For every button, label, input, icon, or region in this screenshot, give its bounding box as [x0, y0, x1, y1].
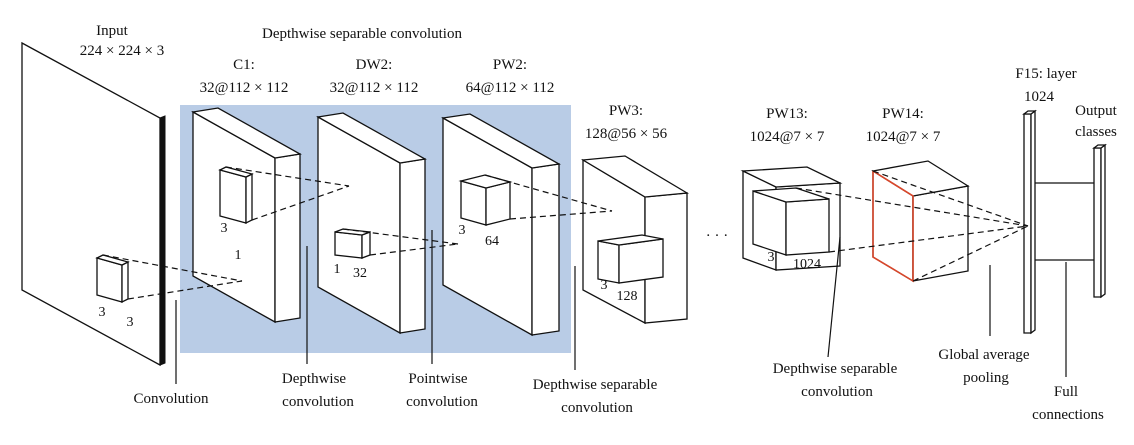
- annotation-depthwise-line1: Depthwise: [282, 371, 346, 387]
- input-kernel: [95, 254, 130, 304]
- pw2-volume: [441, 113, 561, 337]
- input-dims: 224 × 224 × 3: [80, 43, 164, 59]
- dw2-kernel: [334, 228, 371, 259]
- c1-dims: 32@112 × 112: [200, 80, 289, 96]
- input-kernel-size-a: 3: [99, 305, 106, 320]
- output-label-line1: Output: [1075, 103, 1118, 119]
- pw3-kernel-size-a: 3: [601, 278, 608, 293]
- annotation-gap-line1: Global average: [938, 347, 1030, 363]
- output-layer: [1092, 143, 1107, 299]
- separable-block-title: Depthwise separable convolution: [262, 26, 462, 42]
- pw2-name: PW2:: [493, 57, 527, 73]
- annotation-convolution: Convolution: [133, 391, 209, 407]
- pw3-kernel-size-b: 128: [617, 289, 638, 304]
- output-label-line2: classes: [1075, 124, 1117, 140]
- pw13-kernel-size-a: 3: [768, 250, 775, 265]
- annotation-depthwise-line2: convolution: [282, 394, 354, 410]
- annotation-pointwise-line2: convolution: [406, 394, 478, 410]
- dw2-kernel-size-b: 32: [353, 266, 367, 281]
- pw2-kernel-size-a: 3: [459, 223, 466, 238]
- annotation-dsc1-line1: Depthwise separable: [533, 377, 658, 393]
- input-volume: [21, 41, 166, 367]
- f15-dims: 1024: [1024, 89, 1055, 105]
- c1-kernel-size-b: 1: [235, 248, 242, 263]
- pw13-kernel-size-b: 1024: [793, 257, 821, 272]
- projection-lines: [102, 166, 1029, 300]
- input-kernel-size-b: 3: [127, 315, 134, 330]
- annotation-gap-line2: pooling: [963, 370, 1009, 386]
- full-connection-lines: [1035, 182, 1094, 261]
- pw14-dims: 1024@7 × 7: [866, 129, 941, 145]
- c1-kernel-size-a: 3: [221, 221, 228, 236]
- dw2-volume: [316, 112, 427, 335]
- pw2-kernel: [458, 174, 513, 226]
- pw13-dims: 1024@7 × 7: [750, 129, 825, 145]
- pw3-dims: 128@56 × 56: [585, 126, 668, 142]
- dw2-name: DW2:: [356, 57, 393, 73]
- dw2-kernel-size-a: 1: [334, 262, 341, 277]
- ellipsis: · · ·: [706, 228, 729, 244]
- dw2-dims: 32@112 × 112: [330, 80, 419, 96]
- pw13-name: PW13:: [766, 106, 808, 122]
- pw13-kernel: [752, 187, 830, 256]
- annotation-dsc2-line2: convolution: [801, 384, 873, 400]
- annotation-pointwise-line1: Pointwise: [408, 371, 468, 387]
- pw2-dims: 64@112 × 112: [466, 80, 555, 96]
- pw14-name: PW14:: [882, 106, 924, 122]
- c1-name: C1:: [233, 57, 255, 73]
- c1-kernel: [218, 166, 254, 225]
- pw3-name: PW3:: [609, 103, 643, 119]
- pw2-kernel-size-b: 64: [485, 234, 499, 249]
- f15-layer: [1022, 109, 1037, 335]
- annotation-dsc2-line1: Depthwise separable: [773, 361, 898, 377]
- input-title: Input: [96, 23, 128, 39]
- annotation-fc-line1: Full: [1054, 384, 1078, 400]
- f15-name: F15: layer: [1015, 66, 1076, 82]
- annotation-fc-line2: connections: [1032, 407, 1104, 423]
- annotation-lines: [175, 230, 1067, 384]
- pw3-kernel: [597, 234, 664, 284]
- annotation-dsc1-line2: convolution: [561, 400, 633, 416]
- pw14-volume: [871, 160, 970, 283]
